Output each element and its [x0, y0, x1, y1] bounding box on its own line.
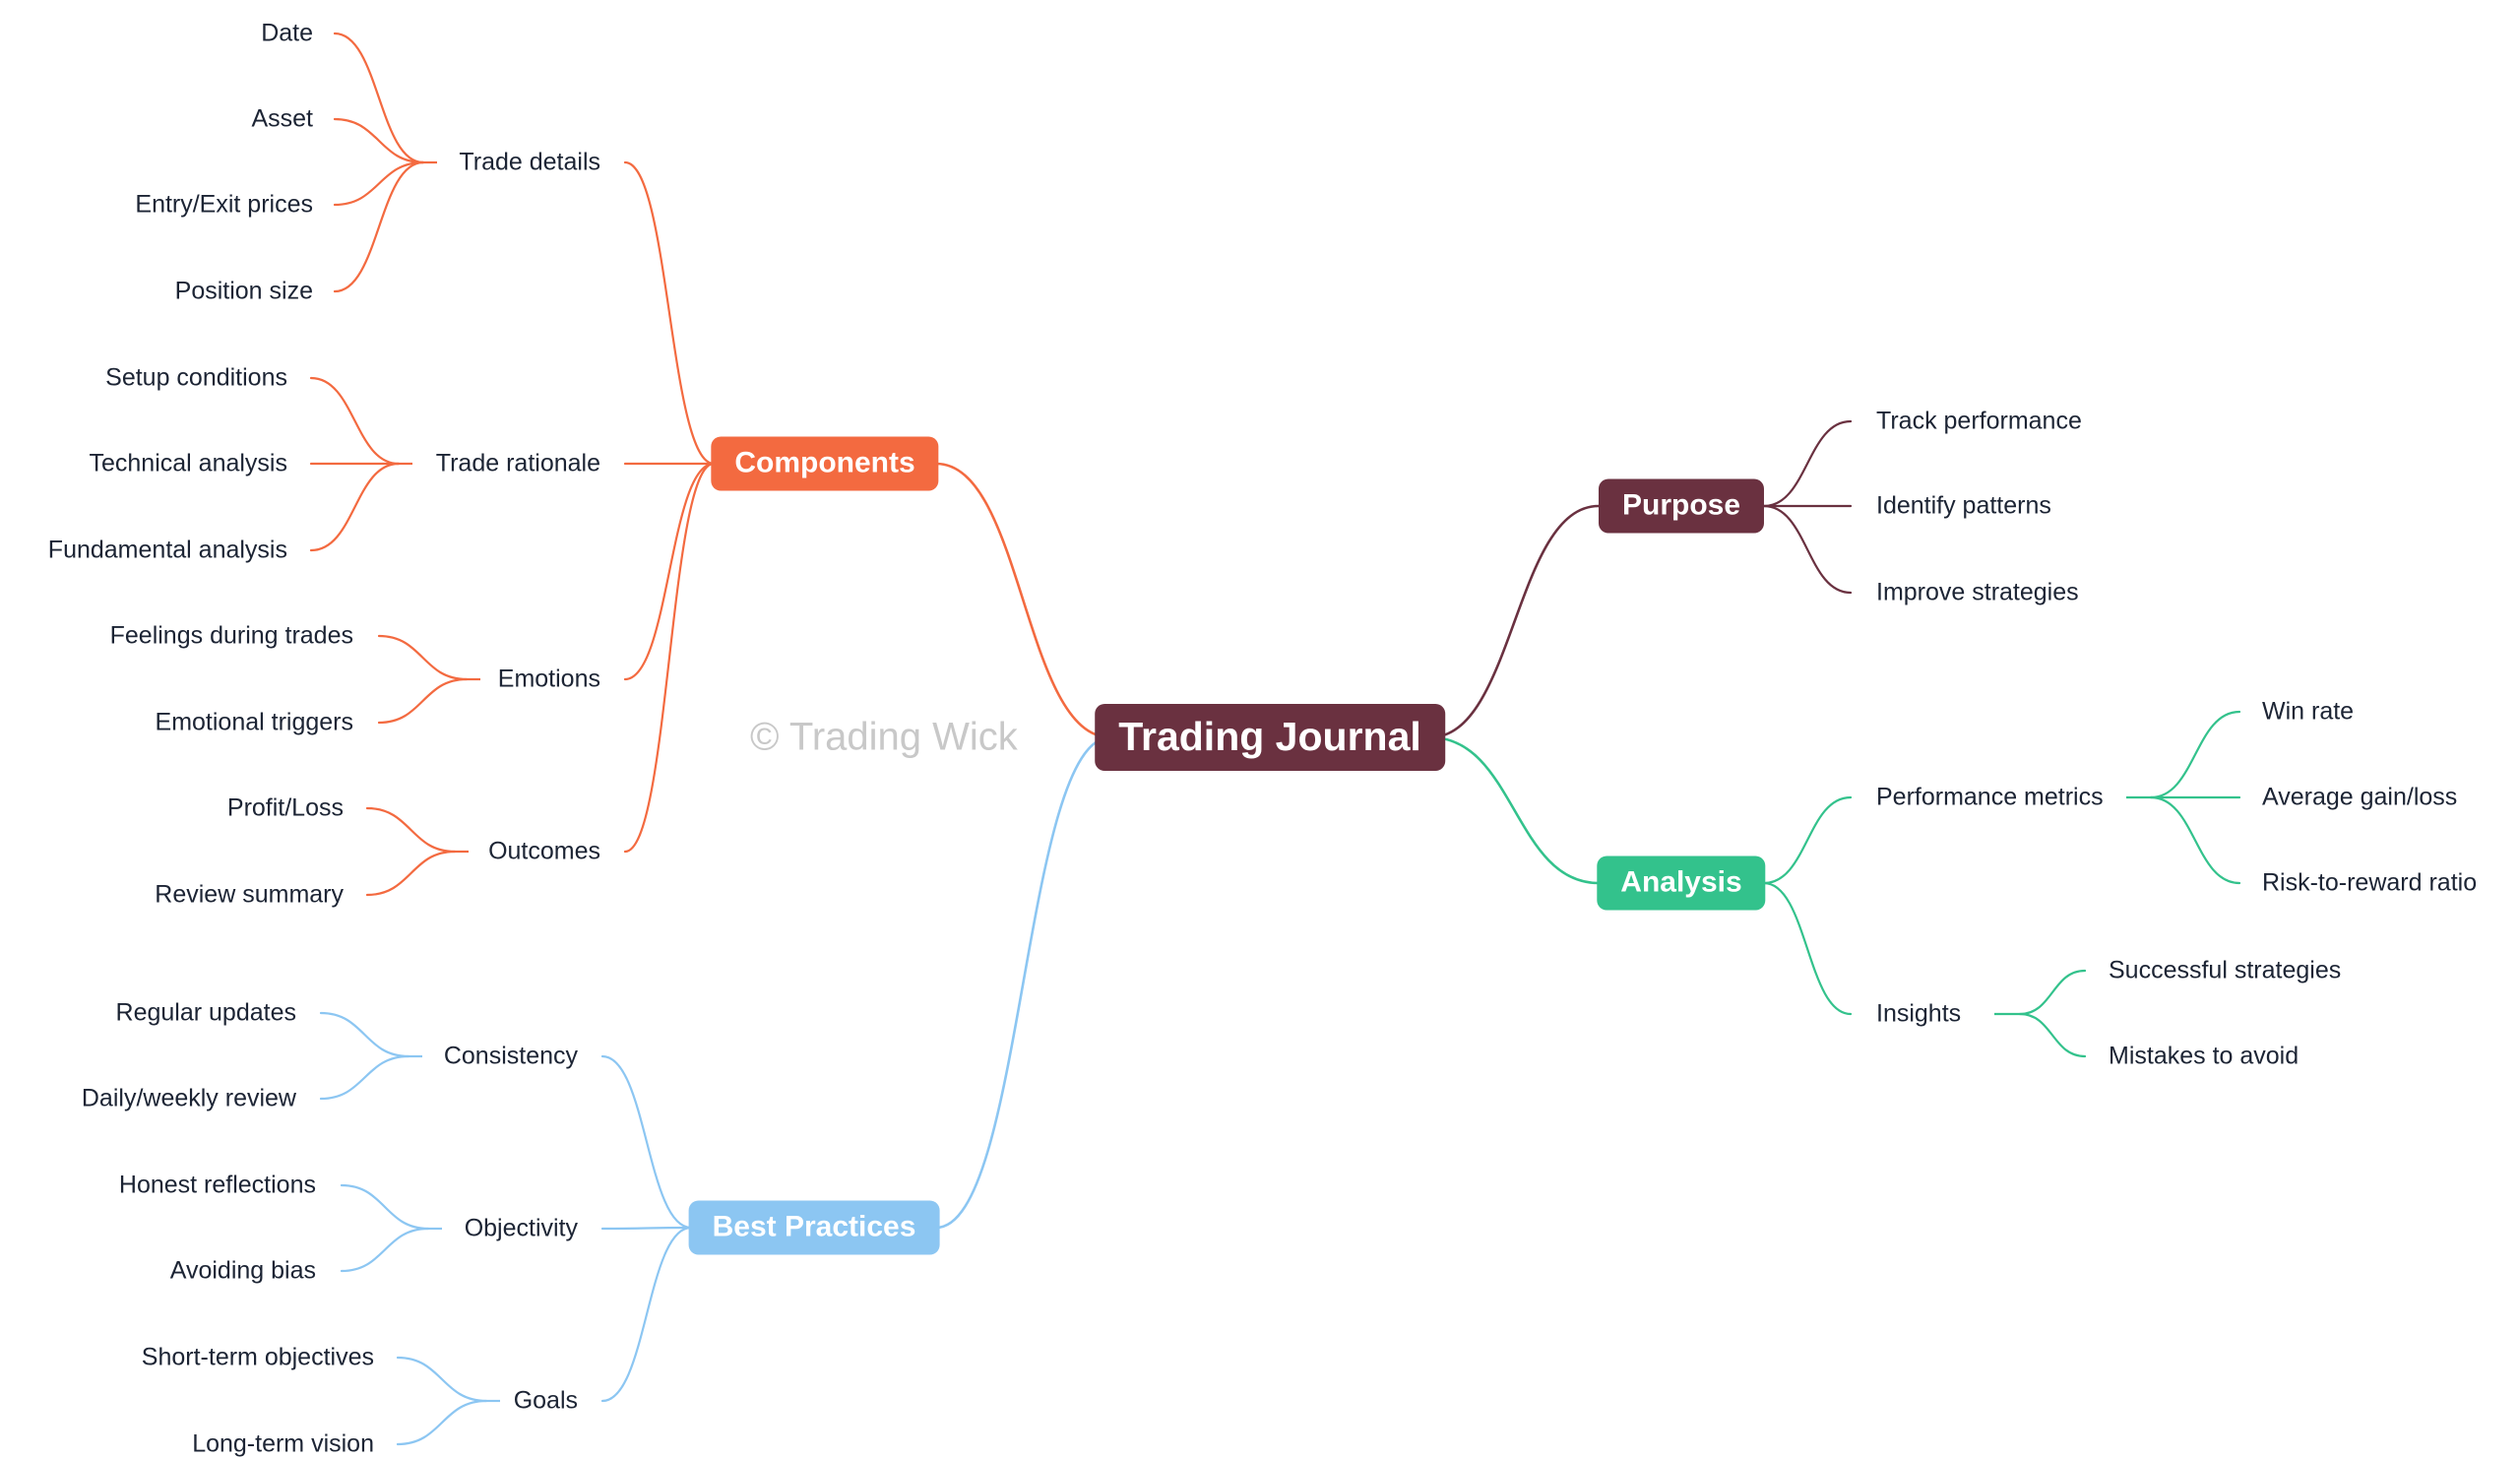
node-performance-metrics: Performance metrics [1876, 783, 2104, 811]
leaf-entry-exit-prices: Entry/Exit prices [135, 190, 313, 219]
watermark: © Trading Wick [750, 715, 1018, 759]
connector-root-purpose [1428, 504, 1601, 739]
connector-leaf-profit-loss [365, 806, 457, 854]
branch-components: Components [711, 436, 939, 491]
connector-node-track-performance [1762, 419, 1853, 508]
leaf-fundamental-analysis: Fundamental analysis [47, 536, 287, 564]
leaf-win-rate: Win rate [2262, 697, 2355, 726]
node-goals: Goals [513, 1386, 578, 1415]
node-insights: Insights [1876, 999, 1962, 1028]
connector-leaf-honest-reflections [340, 1183, 430, 1231]
node-trade-details: Trade details [459, 148, 600, 176]
leaf-feelings-during-trades: Feelings during trades [109, 621, 353, 650]
connector-root-components [934, 462, 1112, 739]
node-consistency: Consistency [443, 1042, 578, 1070]
leaf-daily-weekly-review: Daily/weekly review [81, 1084, 296, 1112]
node-track-performance: Track performance [1876, 407, 2082, 435]
connector-root-best-practices [934, 735, 1112, 1230]
connector-leaf-date [333, 32, 425, 164]
connector-leaf-successful-strategies [2018, 969, 2087, 1016]
leaf-technical-analysis: Technical analysis [89, 449, 288, 477]
leaf-date: Date [261, 19, 313, 47]
leaf-asset: Asset [251, 104, 313, 133]
connector-node-outcomes [623, 462, 716, 854]
leaf-position-size: Position size [174, 277, 313, 305]
connector-leaf-regular-updates [319, 1011, 410, 1058]
connector-leaf-emotional-triggers [377, 677, 469, 725]
connector-leaf-short-term-objectives [396, 1356, 488, 1403]
node-emotions: Emotions [497, 665, 600, 693]
branch-analysis: Analysis [1597, 856, 1766, 911]
branch-purpose: Purpose [1598, 478, 1765, 534]
node-identify-patterns: Identify patterns [1876, 491, 2051, 520]
leaf-regular-updates: Regular updates [115, 998, 296, 1027]
leaf-risk-to-reward-ratio: Risk-to-reward ratio [2262, 868, 2478, 897]
connector-node-objectivity [600, 1226, 693, 1231]
connector-leaf-fundamental-analysis [309, 462, 401, 552]
connector-node-insights [1762, 881, 1853, 1016]
leaf-avoiding-bias: Avoiding bias [169, 1256, 316, 1285]
connector-leaf-daily-weekly-review [319, 1054, 410, 1101]
connector-node-improve-strategies [1762, 504, 1853, 595]
connector-leaf-risk-to-reward-ratio [2149, 795, 2241, 885]
leaf-average-gain-loss: Average gain/loss [2262, 783, 2458, 811]
leaf-honest-reflections: Honest reflections [118, 1171, 316, 1199]
node-outcomes: Outcomes [488, 837, 600, 865]
connector-leaf-setup-conditions [309, 376, 401, 466]
leaf-setup-conditions: Setup conditions [105, 363, 287, 392]
leaf-emotional-triggers: Emotional triggers [155, 708, 353, 736]
leaf-review-summary: Review summary [155, 880, 344, 909]
connector-node-performance-metrics [1762, 795, 1853, 885]
leaf-mistakes-to-avoid: Mistakes to avoid [2109, 1042, 2300, 1070]
connector-leaf-win-rate [2149, 710, 2241, 799]
leaf-short-term-objectives: Short-term objectives [141, 1343, 374, 1371]
connector-leaf-asset [333, 117, 425, 164]
node-improve-strategies: Improve strategies [1876, 578, 2079, 606]
connector-node-goals [600, 1226, 693, 1403]
node-objectivity: Objectivity [464, 1214, 578, 1242]
leaf-profit-loss: Profit/Loss [226, 793, 344, 822]
connector-leaf-review-summary [365, 850, 457, 897]
connector-leaf-avoiding-bias [340, 1227, 430, 1273]
connector-node-trade-details [623, 160, 716, 466]
connector-leaf-feelings-during-trades [377, 634, 469, 681]
leaf-successful-strategies: Successful strategies [2109, 956, 2342, 984]
connector-leaf-long-term-vision [396, 1399, 488, 1446]
leaf-long-term-vision: Long-term vision [192, 1429, 374, 1458]
connector-leaf-mistakes-to-avoid [2018, 1012, 2087, 1058]
node-trade-rationale: Trade rationale [435, 449, 600, 477]
root-node-trading-journal: Trading Journal [1095, 704, 1445, 771]
connector-root-analysis [1428, 735, 1601, 885]
branch-best-practices: Best Practices [688, 1200, 940, 1255]
connector-leaf-entry-exit-prices [333, 160, 425, 207]
connector-node-emotions [623, 462, 716, 681]
connector-node-consistency [600, 1054, 693, 1230]
connector-leaf-position-size [333, 160, 425, 293]
